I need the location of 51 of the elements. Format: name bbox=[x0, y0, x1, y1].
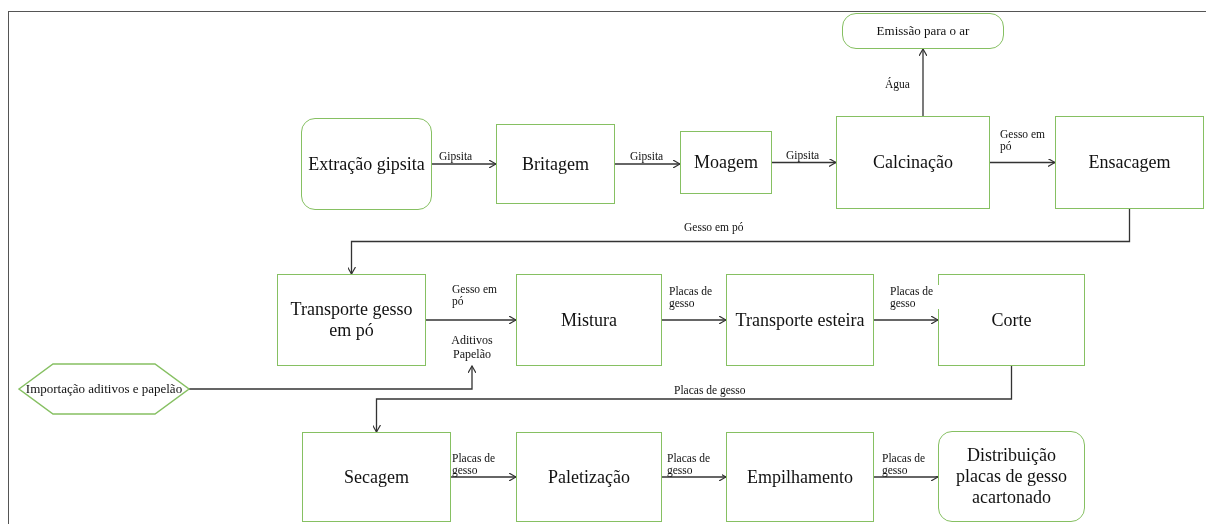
edge-label: Gipsita bbox=[438, 150, 474, 163]
node-label: Transporte gesso em pó bbox=[289, 299, 414, 341]
process-box bbox=[726, 274, 874, 366]
node-label: Importação aditivos e papelão bbox=[25, 381, 183, 397]
node-label: Mistura bbox=[561, 309, 617, 331]
arrow bbox=[425, 315, 517, 325]
arrow bbox=[661, 315, 727, 325]
process-box bbox=[516, 274, 662, 366]
process-box bbox=[516, 432, 662, 522]
process-box bbox=[277, 274, 426, 366]
node-label: Distribuição placas de gesso acartonado bbox=[955, 445, 1068, 508]
arrow bbox=[873, 315, 939, 325]
arrow bbox=[661, 472, 727, 482]
arrow bbox=[918, 48, 928, 117]
arrow bbox=[450, 472, 517, 482]
node-label: Extração gipsita bbox=[308, 153, 425, 175]
terminal-box bbox=[301, 118, 432, 210]
arrow bbox=[614, 159, 681, 169]
process-box bbox=[726, 432, 874, 522]
node-label: Calcinação bbox=[873, 152, 953, 173]
edge-label: Placas de gesso bbox=[881, 452, 937, 477]
node-label: Transporte esteira bbox=[735, 309, 865, 331]
edge-label: Água bbox=[884, 78, 911, 91]
arrow bbox=[431, 159, 497, 169]
process-box bbox=[938, 274, 1085, 366]
node-label: Corte bbox=[991, 309, 1032, 331]
arrow bbox=[346, 208, 1131, 275]
node-label: Empilhamento bbox=[747, 466, 853, 488]
edge-label: Gipsita bbox=[785, 149, 821, 162]
edge-label: Placas de gesso bbox=[673, 384, 747, 397]
node-label: Moagem bbox=[694, 152, 758, 173]
terminal-box bbox=[842, 13, 1004, 49]
process-box bbox=[1055, 116, 1204, 209]
node-label: Britagem bbox=[522, 153, 589, 175]
arrow bbox=[771, 157, 837, 168]
edge-label: Gipsita bbox=[629, 150, 665, 163]
node-label: Secagem bbox=[344, 466, 409, 488]
node-label: Emissão para o ar bbox=[876, 23, 970, 39]
arrow bbox=[989, 157, 1056, 168]
arrow bbox=[188, 365, 477, 390]
arrow bbox=[371, 365, 1013, 433]
process-box bbox=[302, 432, 451, 522]
process-box bbox=[680, 131, 772, 194]
node-label: Paletização bbox=[548, 466, 630, 488]
process-box bbox=[836, 116, 990, 209]
edge-label: Gesso em pó bbox=[683, 221, 745, 234]
node-label: Ensacagem bbox=[1088, 152, 1171, 173]
edge-label: Placas de gesso bbox=[666, 452, 722, 477]
process-box bbox=[496, 124, 615, 204]
input-label: Aditivos Papelão bbox=[444, 330, 500, 366]
terminal-box bbox=[938, 431, 1085, 522]
